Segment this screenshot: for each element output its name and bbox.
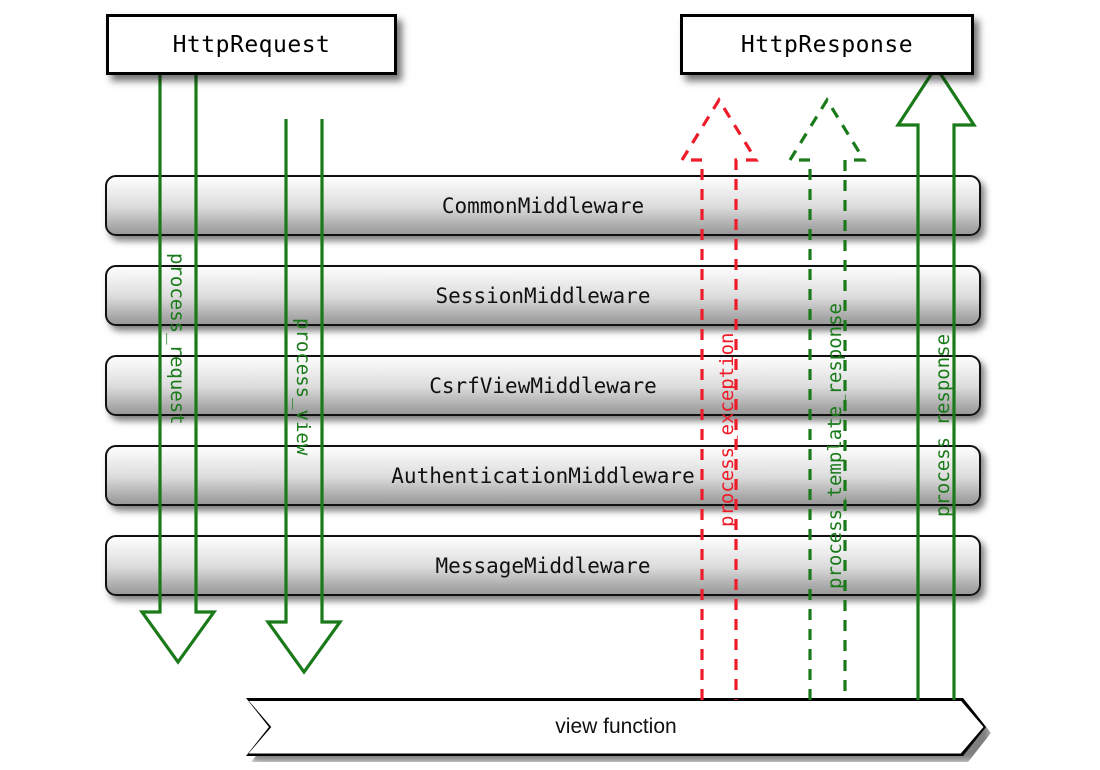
middleware-label: CommonMiddleware (441, 193, 645, 218)
middleware-label: MessageMiddleware (435, 553, 651, 578)
flow-label-process-view: process_view (292, 318, 314, 455)
http-request-box: HttpRequest (106, 14, 397, 75)
flow-label-text: process_exception (716, 332, 738, 527)
flow-label-process-response: process_response (932, 334, 954, 517)
middleware-bar-common: CommonMiddleware (105, 175, 981, 236)
flow-label-process-request: process_request (166, 253, 188, 425)
flow-label-text: process_template_response (824, 303, 846, 589)
http-response-label: HttpResponse (740, 31, 914, 58)
view-function-fill: view function (248, 700, 984, 754)
middleware-bar-session: SessionMiddleware (105, 265, 981, 326)
flow-label-text: process_request (166, 253, 188, 425)
flow-label-text: process_response (932, 333, 954, 517)
middleware-label: CsrfViewMiddleware (429, 373, 657, 398)
http-response-box: HttpResponse (680, 14, 974, 75)
middleware-bar-csrfview: CsrfViewMiddleware (105, 355, 981, 416)
flow-label-text: process_view (292, 318, 314, 456)
http-request-label: HttpRequest (172, 31, 331, 58)
middleware-label: AuthenticationMiddleware (391, 463, 695, 488)
flow-label-process-template-response: process_template_response (824, 303, 846, 589)
view-function-label: view function (555, 715, 677, 738)
flow-label-process-exception: process_exception (716, 333, 738, 527)
middleware-bar-message: MessageMiddleware (105, 535, 981, 596)
view-function-banner: view function (246, 698, 991, 762)
middleware-label: SessionMiddleware (435, 283, 651, 308)
middleware-bar-authentication: AuthenticationMiddleware (105, 445, 981, 506)
